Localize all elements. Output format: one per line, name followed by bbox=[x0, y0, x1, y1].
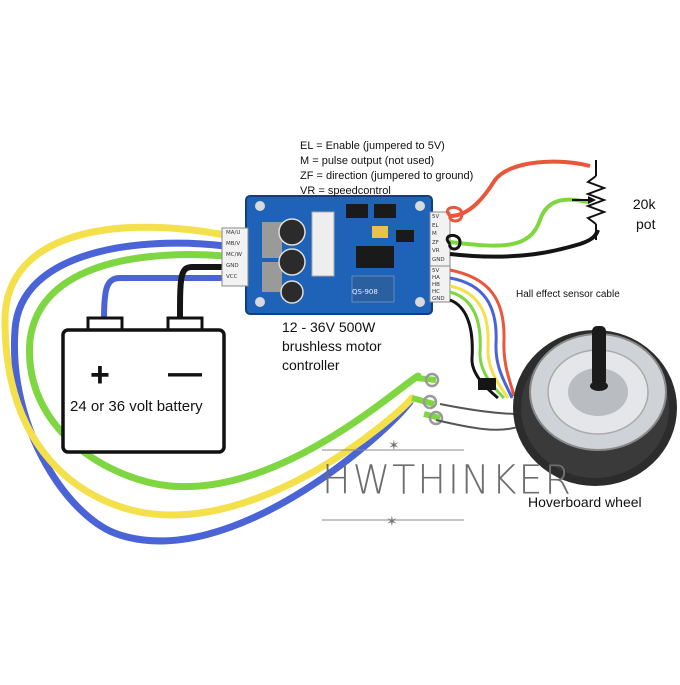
pin-label: MA/U bbox=[226, 230, 241, 236]
pin-label: EL bbox=[432, 222, 439, 229]
battery-plus-sign: + bbox=[90, 356, 110, 394]
legend-m: M = pulse output (not used) bbox=[300, 155, 435, 167]
wire-green-pot bbox=[449, 197, 589, 248]
pin-label: 5V bbox=[432, 268, 440, 274]
wire-black-pot bbox=[449, 229, 600, 259]
hoverboard-wheel bbox=[513, 326, 677, 486]
pin-label: VR bbox=[432, 248, 440, 254]
svg-text:✶: ✶ bbox=[388, 438, 400, 454]
pin-label: HC bbox=[432, 289, 440, 295]
pot-label-line2: pot bbox=[636, 216, 656, 232]
pot-label: 20k pot bbox=[614, 194, 656, 234]
legend-zf: ZF = direction (jumpered to ground) bbox=[300, 170, 474, 182]
wire-blue-phase bbox=[10, 239, 414, 545]
pin-label: MB/V bbox=[226, 241, 241, 247]
controller-title-line2: brushless motor bbox=[282, 338, 382, 354]
controller-title-line3: controller bbox=[282, 357, 340, 373]
controller-title-line1: 12 - 36V 500W bbox=[282, 319, 376, 335]
watermark-decoration: ✶ ✶ bbox=[322, 438, 464, 530]
pin-label: VCC bbox=[226, 274, 238, 280]
controller-board bbox=[221, 195, 451, 315]
pin-label: HA bbox=[432, 275, 440, 281]
pin-label: MC/W bbox=[226, 252, 242, 258]
pin-label: GND bbox=[226, 263, 239, 269]
pin-label: M bbox=[432, 231, 437, 237]
pin-label: HB bbox=[432, 282, 440, 288]
watermark-text: HWTHINKER bbox=[322, 456, 573, 504]
hall-sensor-cable bbox=[449, 268, 516, 400]
pin-label: ZF bbox=[432, 239, 439, 246]
wire-yellow-phase bbox=[1, 223, 416, 519]
wire-black-loop bbox=[445, 234, 462, 251]
svg-text:✶: ✶ bbox=[386, 514, 398, 530]
hall-sensor-label: Hall effect sensor cable bbox=[516, 289, 620, 300]
battery-minus-sign: — bbox=[168, 354, 202, 392]
wheel-label: Hoverboard wheel bbox=[528, 494, 642, 510]
pin-label: GND bbox=[432, 296, 445, 302]
battery bbox=[61, 316, 226, 454]
wire-black-battery bbox=[177, 264, 228, 321]
wire-red-loop bbox=[446, 206, 464, 223]
legend-vr: VR = speedcontrol bbox=[300, 185, 391, 197]
board-model-text: QS-908 bbox=[352, 288, 378, 296]
battery-label: 24 or 36 volt battery bbox=[70, 398, 203, 415]
pin-label: GND bbox=[432, 256, 445, 263]
pot-label-line1: 20k bbox=[632, 196, 656, 212]
wire-red-pot bbox=[449, 159, 591, 218]
pin-label: 5V bbox=[432, 214, 440, 220]
legend-el: EL = Enable (jumpered to 5V) bbox=[300, 140, 445, 152]
potentiometer bbox=[572, 160, 607, 240]
wire-blue-battery bbox=[101, 275, 228, 321]
controller-title: 12 - 36V 500W brushless motor controller bbox=[282, 318, 382, 375]
